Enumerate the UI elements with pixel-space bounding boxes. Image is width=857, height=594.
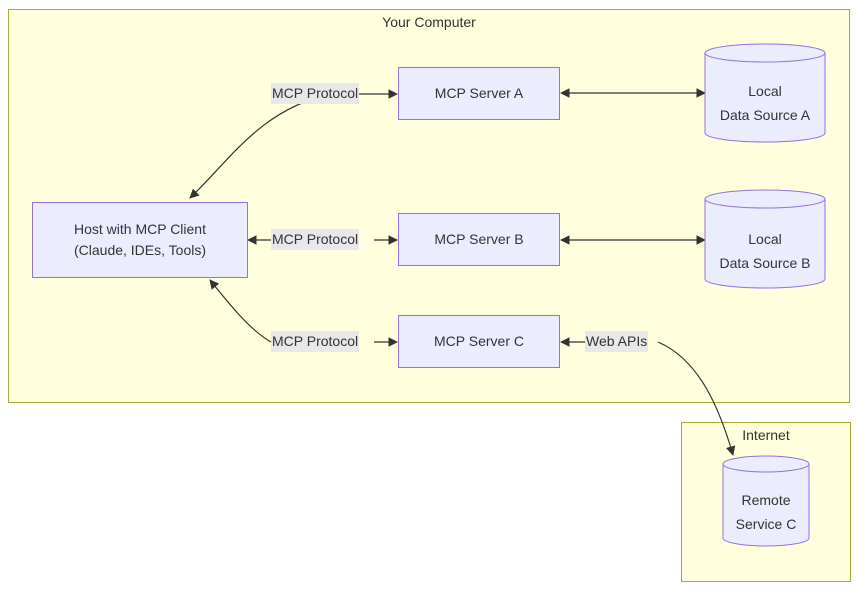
server-c-node: MCP Server C (398, 315, 560, 368)
internet-cluster: Internet (681, 422, 851, 582)
protocol-label-b: MCP Protocol (271, 229, 360, 250)
data-source-b-cylinder (704, 189, 826, 289)
server-a-label: MCP Server A (434, 85, 524, 101)
data-source-a-label: Local Data Source A (719, 83, 811, 123)
host-node: Host with MCP Client (Claude, IDEs, Tool… (32, 202, 248, 278)
edge-host-server-a (189, 93, 374, 199)
edge-host-server-c (209, 279, 272, 343)
your-computer-title: Your Computer (382, 14, 476, 30)
server-c-label: MCP Server C (434, 333, 524, 349)
data-source-b-label: Local Data Source B (719, 231, 811, 271)
protocol-label-c: MCP Protocol (271, 331, 360, 352)
internet-title: Internet (742, 427, 790, 443)
protocol-label-a: MCP Protocol (271, 83, 360, 104)
server-b-label: MCP Server B (434, 231, 524, 247)
remote-service-c-cylinder (722, 455, 810, 547)
data-source-a-cylinder (704, 43, 826, 143)
edge-web-apis-to-remote-c (657, 341, 736, 456)
server-b-node: MCP Server B (398, 213, 560, 266)
host-node-label: Host with MCP Client (Claude, IDEs, Tool… (73, 221, 206, 258)
remote-service-c-label: Remote Service C (735, 492, 797, 532)
server-a-node: MCP Server A (398, 67, 560, 120)
web-apis-label: Web APIs (585, 331, 649, 352)
